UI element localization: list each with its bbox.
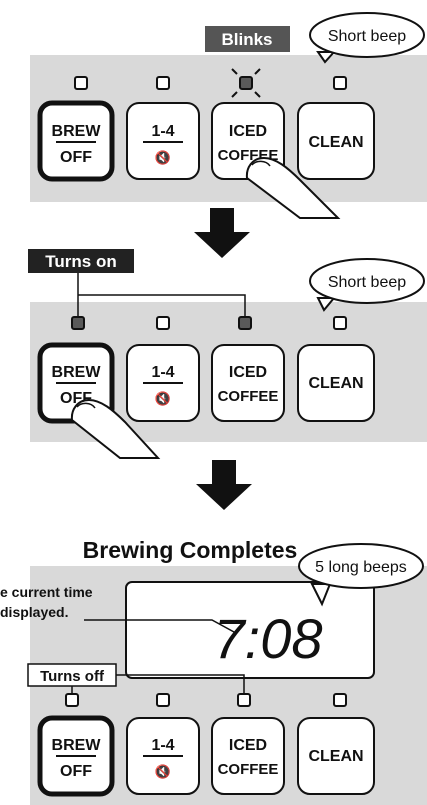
size-label-1: 1-4: [151, 123, 174, 140]
clean-label-2: CLEAN: [308, 375, 363, 392]
brewing-completes-heading: Brewing Completes: [83, 537, 298, 563]
clean-button-2[interactable]: [297, 344, 375, 422]
size-label-3: 1-4: [151, 737, 174, 754]
blink-rays-icon: [231, 68, 261, 98]
size-label-2: 1-4: [151, 364, 174, 381]
blinks-tag-label: Blinks: [221, 30, 272, 49]
blinks-tag: [205, 26, 290, 52]
coffee-label-3: COFFEE: [218, 761, 279, 778]
down-arrow-icon-1: [194, 208, 250, 258]
bubble-tail-2: [316, 297, 337, 312]
indicator-clean-2: [333, 316, 347, 330]
mute-icon-2: 🔇: [155, 391, 171, 406]
short-beep-text-2: Short beep: [328, 274, 406, 291]
iced-coffee-button-2[interactable]: [211, 344, 285, 422]
turns-off-label: Turns off: [40, 668, 105, 685]
finger-icon-2: [70, 398, 161, 459]
indicator-size-1: [156, 76, 170, 90]
brew-label-2: BREW: [52, 364, 102, 381]
brew-label-1: BREW: [52, 123, 102, 140]
short-beep-text-1: Short beep: [328, 28, 406, 45]
turns-on-leader: [77, 273, 246, 317]
turns-off-leader: [71, 674, 245, 694]
mute-icon-3: 🔇: [155, 764, 171, 779]
turns-on-tag: [28, 249, 134, 273]
mute-icon: 🔇: [155, 150, 171, 165]
indicator-clean-3: [333, 693, 347, 707]
indicator-clean-1: [333, 76, 347, 90]
long-beeps-bubble: [298, 543, 424, 589]
long-beeps-text: 5 long beeps: [315, 559, 407, 576]
off-label-3: OFF: [60, 763, 92, 780]
indicator-iced-3: [237, 693, 251, 707]
step2-group: Turns on Short beep BREW OFF 1-4 🔇 ICED …: [28, 249, 427, 459]
indicator-size-3: [156, 693, 170, 707]
iced-label-3: ICED: [229, 737, 267, 754]
off-label-1: OFF: [60, 149, 92, 166]
indicator-size-2: [156, 316, 170, 330]
clean-label-1: CLEAN: [308, 134, 363, 151]
display-time: 7:08: [214, 607, 323, 670]
turns-on-label: Turns on: [45, 252, 116, 271]
indicator-iced-1: [239, 76, 253, 90]
indicator-brew-3: [65, 693, 79, 707]
indicator-brew-1: [74, 76, 88, 90]
down-arrow-icon-2: [196, 460, 252, 510]
finger-icon-1: [245, 156, 341, 219]
time-note-line1: e current time: [0, 584, 93, 600]
bubble-tail-1: [316, 51, 337, 64]
bubble-tail-3: [310, 583, 332, 607]
indicator-iced-2: [238, 316, 252, 330]
lcd-display: [125, 581, 375, 679]
short-beep-bubble-1: [309, 12, 425, 58]
iced-label-2: ICED: [229, 364, 267, 381]
step3-group: Brewing Completes 7:08 e current time di…: [0, 537, 427, 805]
iced-label-1: ICED: [229, 123, 267, 140]
brew-label-3: BREW: [52, 737, 102, 754]
time-note-leader: [84, 619, 235, 633]
step1-group: Blinks Short beep BREW OFF 1-4 🔇 ICED CO…: [30, 12, 427, 219]
short-beep-bubble-2: [309, 258, 425, 304]
indicator-brew-2: [71, 316, 85, 330]
clean-label-3: CLEAN: [308, 748, 363, 765]
time-note-line2: displayed.: [0, 604, 68, 620]
clean-button-3[interactable]: [297, 717, 375, 795]
coffee-label-2: COFFEE: [218, 388, 279, 405]
iced-coffee-button-3[interactable]: [211, 717, 285, 795]
clean-button-1[interactable]: [297, 102, 375, 180]
